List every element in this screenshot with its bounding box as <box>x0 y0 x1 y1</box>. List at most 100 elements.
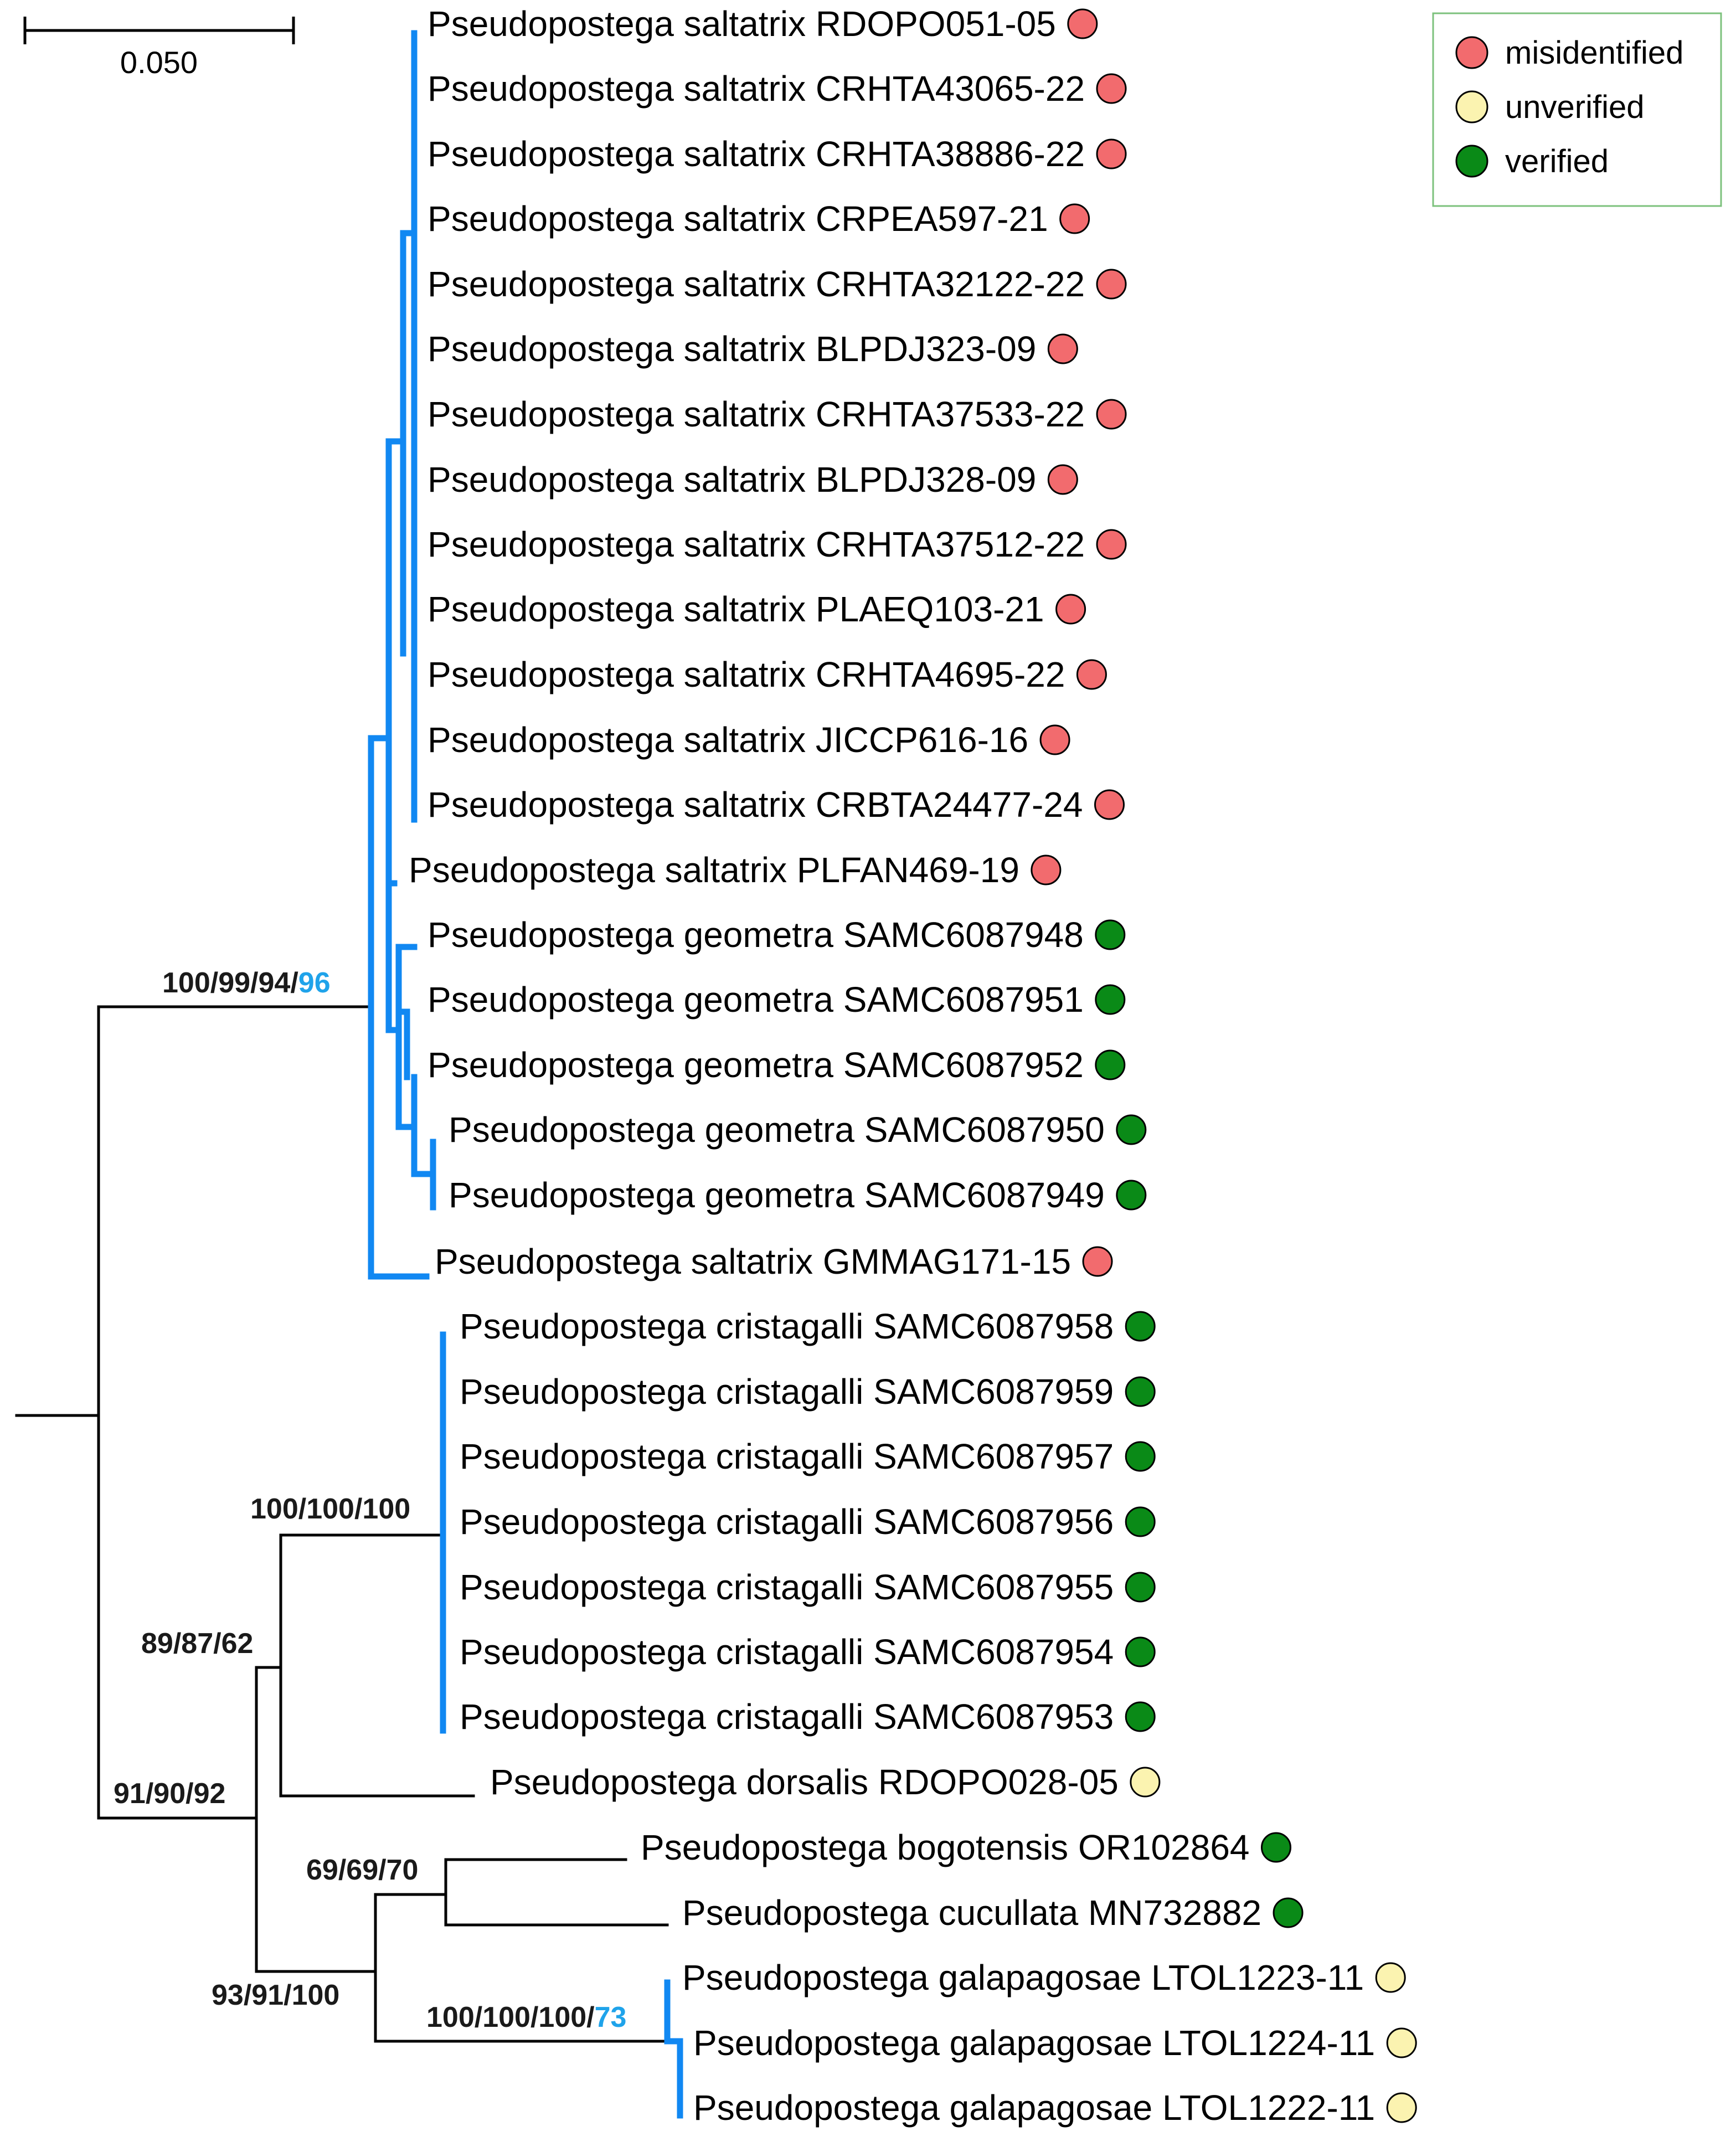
taxon: Pseudopostega geometra SAMC6087950 <box>449 1110 1147 1150</box>
status-dot-verified <box>1261 1832 1291 1863</box>
status-dot-verified <box>1125 1636 1156 1667</box>
legend-label: misidentified <box>1505 35 1683 71</box>
support-value: 100/99/94/96 <box>162 967 331 999</box>
taxon: Pseudopostega geometra SAMC6087951 <box>427 980 1126 1020</box>
status-dot-misidentified <box>1039 724 1070 755</box>
taxon-label: Pseudopostega saltatrix BLPDJ328-09 <box>427 460 1036 500</box>
taxon: Pseudopostega cristagalli SAMC6087957 <box>460 1437 1156 1476</box>
taxon: Pseudopostega saltatrix GMMAG171-15 <box>435 1242 1113 1281</box>
status-dot-unverified <box>1375 1962 1406 1993</box>
taxon: Pseudopostega saltatrix PLFAN469-19 <box>409 850 1062 890</box>
status-dot-misidentified <box>1094 789 1125 820</box>
status-dot-misidentified <box>1047 464 1078 495</box>
status-dot-verified <box>1095 984 1126 1015</box>
taxon: Pseudopostega saltatrix CRBTA24477-24 <box>427 785 1125 825</box>
branches-highlighted <box>368 30 683 2119</box>
status-dot-misidentified <box>1059 203 1090 234</box>
taxon: Pseudopostega cristagalli SAMC6087956 <box>460 1502 1156 1542</box>
taxon-label: Pseudopostega geometra SAMC6087952 <box>427 1045 1084 1085</box>
legend-item: verified <box>1455 143 1609 179</box>
support-value: 91/90/92 <box>114 1778 225 1810</box>
status-dot-verified <box>1095 919 1126 950</box>
taxon-label: Pseudopostega saltatrix CRHTA43065-22 <box>427 69 1085 109</box>
taxon-label: Pseudopostega dorsalis RDOPO028-05 <box>490 1762 1119 1802</box>
taxon-label: Pseudopostega saltatrix RDOPO051-05 <box>427 4 1056 44</box>
support-value-base: 91/90/92 <box>114 1778 225 1810</box>
taxon-label: Pseudopostega cristagalli SAMC6087959 <box>460 1372 1114 1412</box>
taxon-label: Pseudopostega cristagalli SAMC6087954 <box>460 1632 1114 1672</box>
support-value-base: 100/100/100 <box>250 1493 410 1525</box>
status-dot-misidentified <box>1096 138 1127 169</box>
taxon: Pseudopostega cristagalli SAMC6087959 <box>460 1372 1156 1412</box>
status-dot-misidentified <box>1096 269 1127 300</box>
status-dot-misidentified <box>1047 333 1078 364</box>
legend-label: verified <box>1505 143 1609 179</box>
taxon: Pseudopostega bogotensis OR102864 <box>641 1827 1291 1867</box>
legend-item: misidentified <box>1455 35 1683 71</box>
taxon-label: Pseudopostega saltatrix BLPDJ323-09 <box>427 329 1036 369</box>
taxon-label: Pseudopostega saltatrix CRHTA37533-22 <box>427 394 1085 434</box>
taxon: Pseudopostega saltatrix CRHTA37512-22 <box>427 524 1127 564</box>
status-dot-unverified <box>1386 2092 1417 2123</box>
taxon: Pseudopostega saltatrix RDOPO051-05 <box>427 4 1098 44</box>
taxon: Pseudopostega cristagalli SAMC6087955 <box>460 1567 1156 1607</box>
status-dot-unverified <box>1130 1767 1161 1798</box>
taxon-label: Pseudopostega bogotensis OR102864 <box>641 1827 1250 1867</box>
taxon-label: Pseudopostega saltatrix CRHTA32122-22 <box>427 264 1085 304</box>
taxon-label: Pseudopostega saltatrix CRHTA38886-22 <box>427 134 1085 174</box>
taxon: Pseudopostega saltatrix CRHTA37533-22 <box>427 394 1127 434</box>
taxon-label: Pseudopostega saltatrix GMMAG171-15 <box>435 1242 1071 1281</box>
legend-item: unverified <box>1455 89 1644 125</box>
support-value: 100/100/100/73 <box>426 2001 626 2033</box>
status-dot-misidentified <box>1076 659 1107 690</box>
taxon: Pseudopostega saltatrix PLAEQ103-21 <box>427 589 1086 629</box>
support-value-base: 89/87/62 <box>141 1628 253 1660</box>
status-dot-misidentified <box>1031 854 1062 885</box>
status-dot-verified <box>1125 1311 1156 1342</box>
support-value-base: 100/100/100/ <box>426 2001 595 2033</box>
taxon: Pseudopostega saltatrix BLPDJ323-09 <box>427 329 1078 369</box>
taxon-label: Pseudopostega saltatrix PLAEQ103-21 <box>427 589 1044 629</box>
taxon-label: Pseudopostega cristagalli SAMC6087955 <box>460 1567 1114 1607</box>
taxon-label: Pseudopostega galapagosae LTOL1222-11 <box>693 2088 1375 2128</box>
support-values: 100/99/94/96 100/100/100 89/87/62 91/90/92 6… <box>114 967 626 2033</box>
support-value-base: 69/69/70 <box>306 1854 418 1886</box>
taxon: Pseudopostega saltatrix CRHTA32122-22 <box>427 264 1127 304</box>
status-dot-verified <box>1125 1506 1156 1537</box>
taxon: Pseudopostega saltatrix CRHTA43065-22 <box>427 69 1127 109</box>
taxon-label: Pseudopostega saltatrix PLFAN469-19 <box>409 850 1019 890</box>
taxa: Pseudopostega saltatrix RDOPO051-05Pseud… <box>409 4 1417 2128</box>
status-dot-verified <box>1125 1441 1156 1472</box>
taxon: Pseudopostega geometra SAMC6087949 <box>449 1175 1147 1215</box>
legend-dot-unverified <box>1455 90 1488 123</box>
taxon-label: Pseudopostega cristagalli SAMC6087958 <box>460 1306 1114 1346</box>
taxon: Pseudopostega galapagosae LTOL1223-11 <box>682 1958 1406 1997</box>
status-dot-misidentified <box>1055 594 1086 625</box>
scale-bar: 0.050 <box>23 17 295 80</box>
support-value: 100/100/100 <box>250 1493 410 1525</box>
taxon-label: Pseudopostega galapagosae LTOL1224-11 <box>693 2023 1375 2063</box>
support-value: 69/69/70 <box>306 1854 418 1886</box>
taxon: Pseudopostega cristagalli SAMC6087958 <box>460 1306 1156 1346</box>
taxon-label: Pseudopostega cristagalli SAMC6087957 <box>460 1437 1114 1476</box>
taxon-label: Pseudopostega cucullata MN732882 <box>682 1893 1261 1933</box>
status-dot-verified <box>1125 1701 1156 1732</box>
support-value-base: 100/99/94/ <box>162 967 298 999</box>
support-value-highlight: 96 <box>298 967 331 999</box>
legend-label: unverified <box>1505 89 1644 125</box>
taxon-label: Pseudopostega galapagosae LTOL1223-11 <box>682 1958 1364 1997</box>
taxon-label: Pseudopostega saltatrix CRPEA597-21 <box>427 199 1048 239</box>
taxon-label: Pseudopostega geometra SAMC6087950 <box>449 1110 1105 1150</box>
support-value-highlight: 73 <box>595 2001 627 2033</box>
taxon: Pseudopostega dorsalis RDOPO028-05 <box>490 1762 1161 1802</box>
taxon-label: Pseudopostega saltatrix CRHTA37512-22 <box>427 524 1085 564</box>
status-dot-verified <box>1273 1897 1304 1928</box>
taxon: Pseudopostega cristagalli SAMC6087953 <box>460 1697 1156 1737</box>
status-dot-misidentified <box>1082 1246 1113 1277</box>
scale-bar-label: 0.050 <box>120 45 198 80</box>
taxon: Pseudopostega saltatrix CRHTA4695-22 <box>427 655 1107 694</box>
branches-black <box>15 1005 669 2043</box>
taxon: Pseudopostega saltatrix JICCP616-16 <box>427 720 1070 760</box>
taxon-label: Pseudopostega geometra SAMC6087948 <box>427 915 1084 955</box>
